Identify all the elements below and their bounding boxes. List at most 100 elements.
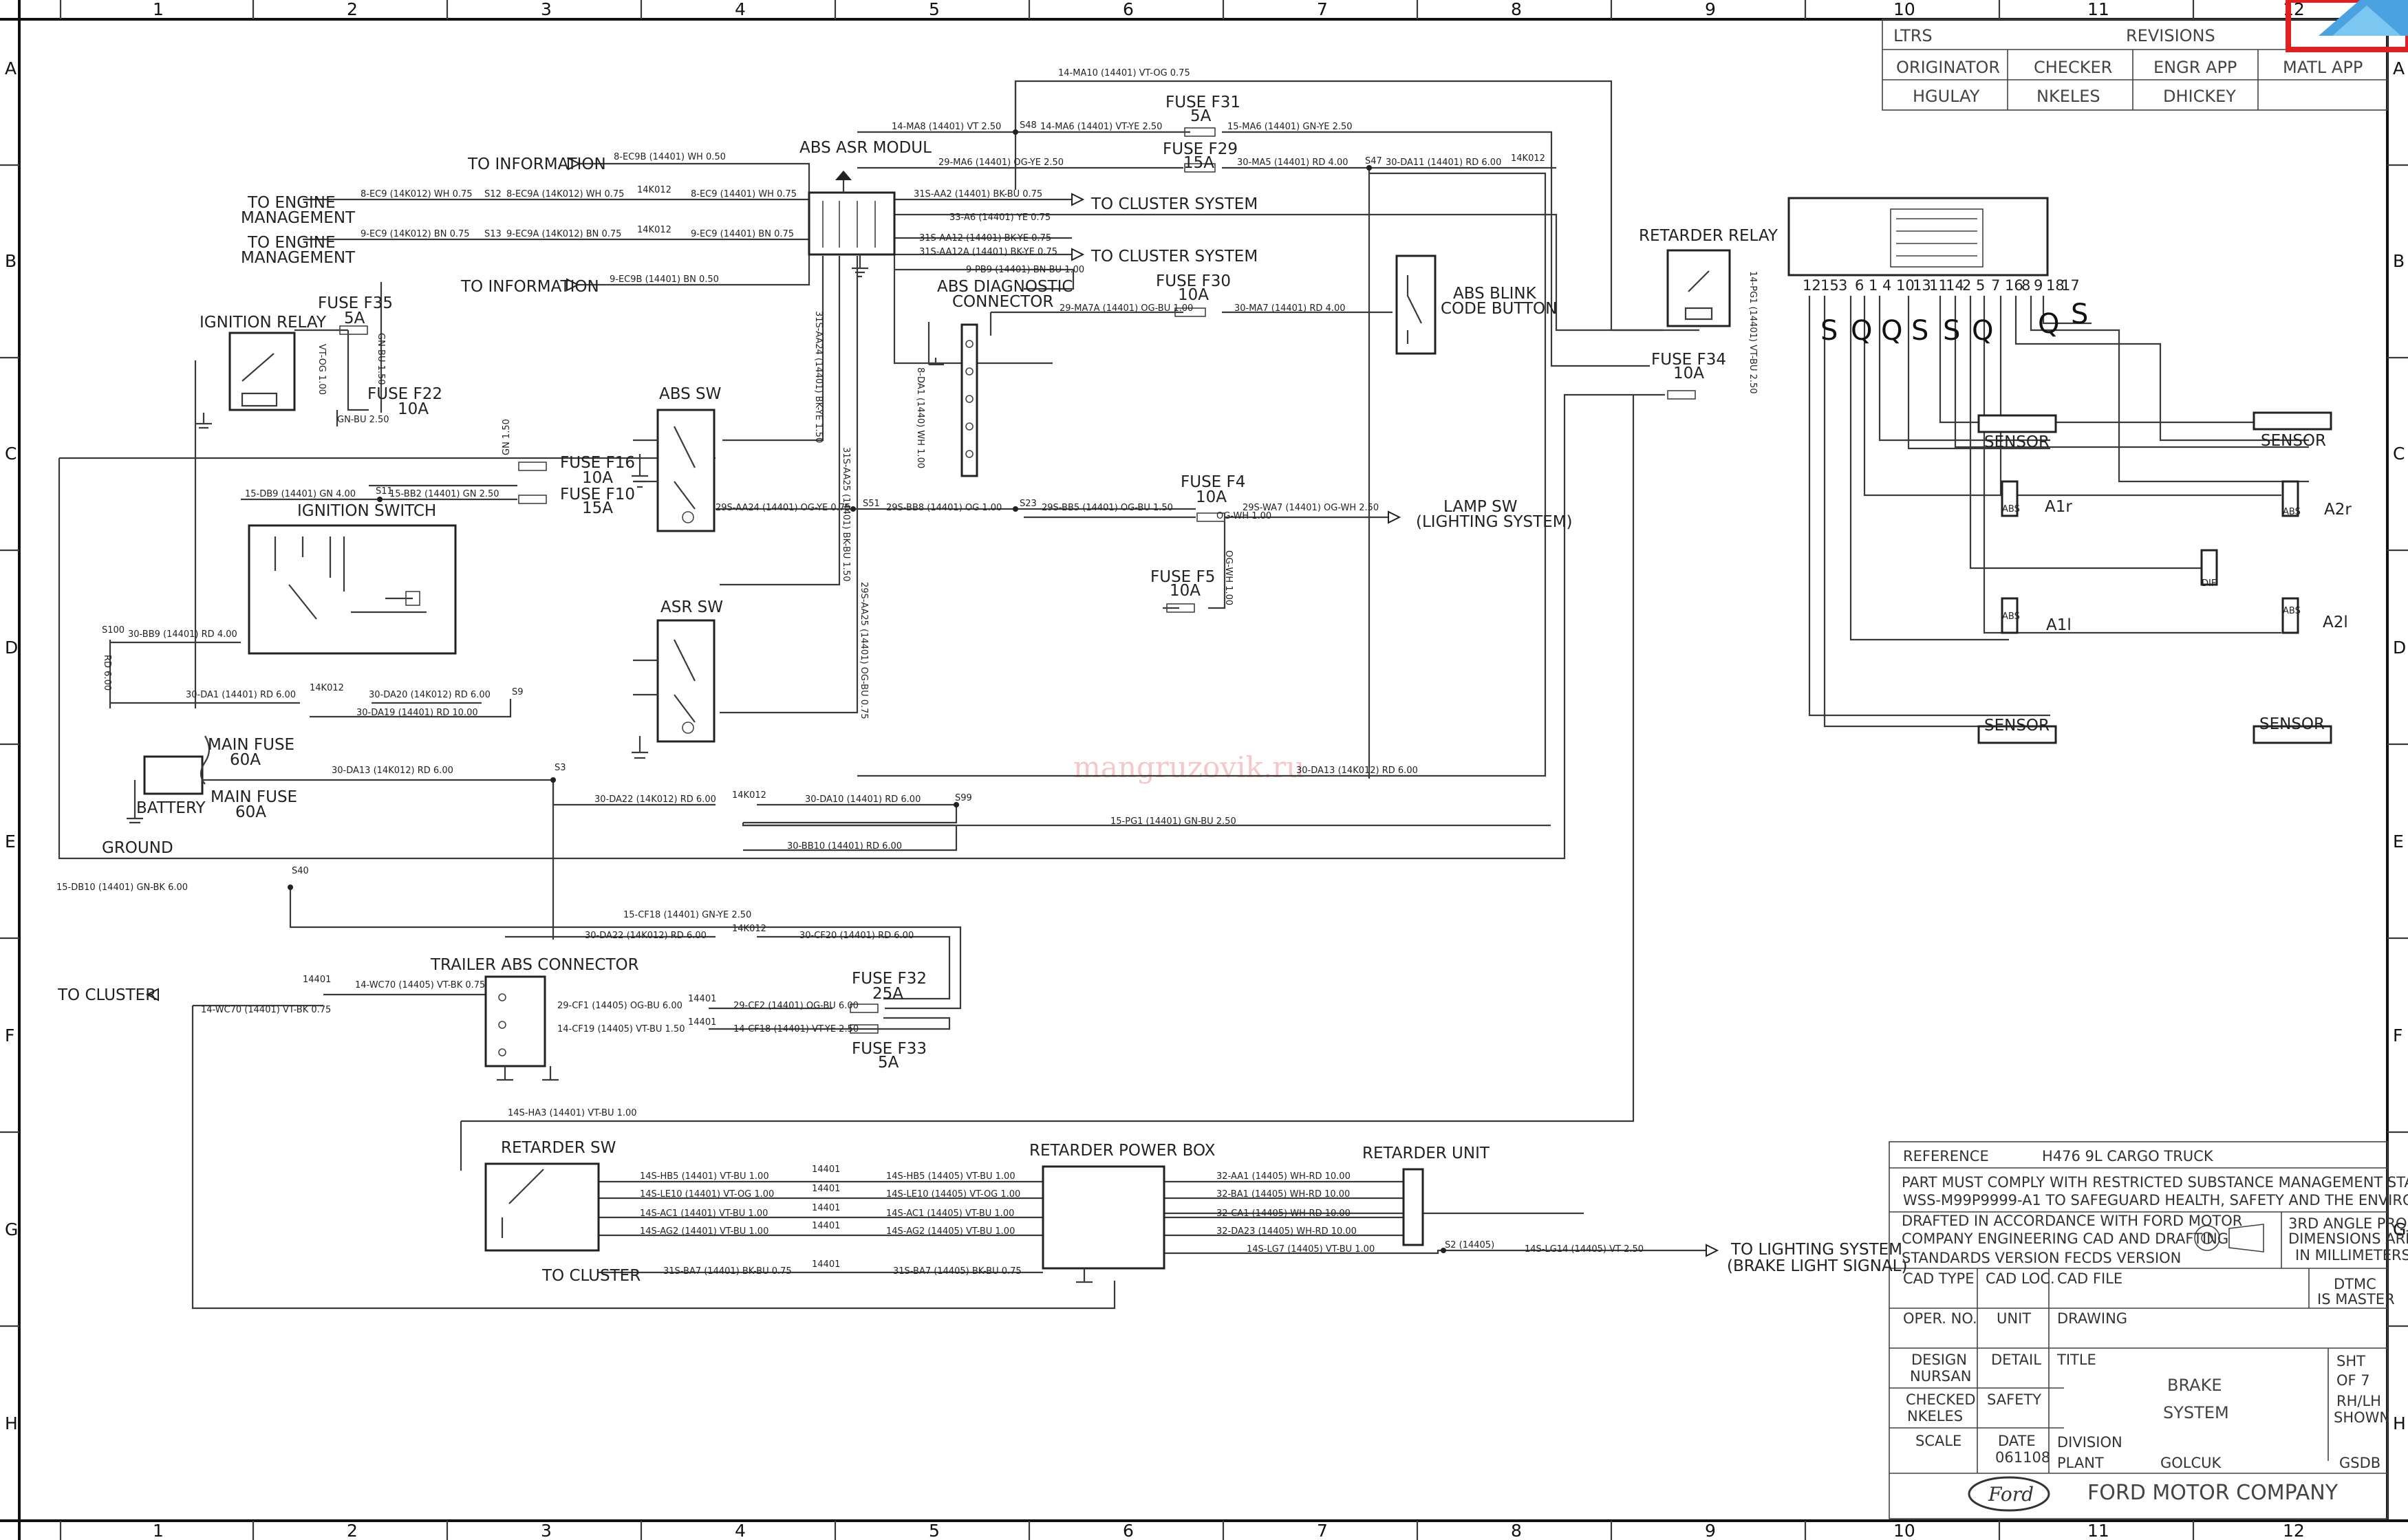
note-line-1: PART MUST COMPLY WITH RESTRICTED SUBSTAN… <box>1902 1174 2408 1191</box>
wire-ma7: 30-MA7 (14401) RD 4.00 <box>1234 303 1346 314</box>
oper-no-label: OPER. NO. <box>1903 1310 1977 1327</box>
watermark: mangruzovik.ru <box>1073 750 1304 784</box>
to-lighting-label-1: TO LIGHTING SYSTEM <box>1730 1241 1902 1259</box>
col-5-bottom: 5 <box>929 1521 940 1540</box>
col-8: 8 <box>1511 0 1522 19</box>
is-master-label: IS MASTER <box>2317 1291 2395 1308</box>
a1r-label: A1r <box>2045 498 2072 516</box>
checked-label: CHECKED <box>1906 1391 1976 1408</box>
grid-column-labels: 1 2 3 4 5 6 7 8 9 10 11 12 1 2 3 4 5 6 7… <box>153 0 2305 1540</box>
fuse-f16-rating: 10A <box>582 469 613 487</box>
ground-label: GROUND <box>102 839 173 857</box>
to-cluster-2: TO CLUSTER <box>541 1267 641 1285</box>
retarder-power-box <box>1042 1165 1165 1283</box>
col-3: 3 <box>541 0 552 19</box>
row-c: C <box>5 444 17 464</box>
wire-ma8: 14-MA8 (14401) VT 2.50 <box>892 122 1001 132</box>
fuse-f35-label: FUSE F35 <box>318 294 393 312</box>
wire-rd6v: RD 6.00 <box>102 655 112 691</box>
code-q-4: Q <box>2038 308 2059 340</box>
ignition-relay-label: IGNITION RELAY <box>200 314 327 332</box>
col-7: 7 <box>1317 0 1328 19</box>
dif-tag: DIF <box>2202 578 2216 589</box>
wire-ec9a-2: 9-EC9A (14K012) BN 0.75 <box>506 229 621 239</box>
cad-file-label: CAD FILE <box>2057 1270 2122 1287</box>
pin-11: 11 <box>1929 277 1948 294</box>
to-cluster-system-1: TO CLUSTER SYSTEM <box>1090 195 1258 213</box>
splice-s3: S3 <box>555 763 566 773</box>
design-name: NURSAN <box>1910 1368 1971 1385</box>
splice-s9: S9 <box>512 687 524 697</box>
rh-lh-label: RH/LH <box>2336 1393 2381 1409</box>
splice-s99: S99 <box>955 793 972 803</box>
wire-ec9-1: 8-EC9 (14K012) WH 0.75 <box>361 189 473 199</box>
abs-tag-4: ABS <box>2283 606 2301 616</box>
to-cluster-1: TO CLUSTER <box>57 986 156 1004</box>
abs-blink-code-button <box>1395 254 1437 355</box>
row-a-right: A <box>2393 58 2405 78</box>
abs-diagnostic-label-2: CONNECTOR <box>952 293 1053 311</box>
row-d-right: D <box>2393 638 2406 658</box>
scale-label: SCALE <box>1915 1433 1961 1449</box>
wire-da13: 30-DA13 (14K012) RD 6.00 <box>332 766 453 776</box>
fuse-f30-rating: 10A <box>1178 286 1209 304</box>
wire-ec9b2: 9-EC9B (14401) BN 0.50 <box>610 274 719 285</box>
col-9-bottom: 9 <box>1705 1521 1716 1540</box>
component-labels: ABS ASR MODUL ABS DIAGNOSTIC CONNECTOR A… <box>102 139 1907 1275</box>
fuse-f4-label: FUSE F4 <box>1181 473 1245 491</box>
col-10: 10 <box>1893 0 1915 19</box>
conn-14401-a: 14401 <box>303 975 331 985</box>
wire-ogwh: OG-WH 1.00 <box>1216 511 1271 521</box>
pin-14: 14 <box>1946 277 1964 294</box>
originator-name: HGULAY <box>1913 87 1980 106</box>
wire-hb5b: 14S-HB5 (14405) VT-BU 1.00 <box>886 1171 1015 1182</box>
conn-14k012-f: 14K012 <box>732 924 766 934</box>
abs-sensor-panel <box>1787 197 2332 744</box>
wire-bb2: 15-BB2 (14401) GN 2.50 <box>389 489 499 499</box>
wire-da23: 32-DA23 (14405) WH-RD 10.00 <box>1216 1226 1357 1237</box>
wire-le10a: 14S-LE10 (14401) VT-OG 1.00 <box>640 1189 774 1200</box>
to-information-2: TO INFORMATION <box>460 278 599 296</box>
engr-name: DHICKEY <box>2163 87 2236 106</box>
main-fuse-label-2: MAIN FUSE <box>211 788 297 806</box>
abs-blink-label-2: CODE BUTTON <box>1441 300 1557 318</box>
wire-bb9: 30-BB9 (14401) RD 4.00 <box>128 629 237 640</box>
wire-ma10: 14-MA10 (14401) VT-OG 0.75 <box>1058 68 1190 78</box>
corner-arrow-icon[interactable] <box>2286 0 2408 52</box>
sensor-label-1: SENSOR <box>1984 433 2050 451</box>
wire-cf19: 14-CF19 (14405) VT-BU 1.50 <box>557 1024 685 1034</box>
conn-14k012-e: 14K012 <box>732 790 766 801</box>
wire-a6: 33-A6 (14401) YE 0.75 <box>949 213 1051 223</box>
wiring <box>58 80 1706 1310</box>
col-4: 4 <box>735 0 746 19</box>
wire-ma5: 30-MA5 (14401) RD 4.00 <box>1237 158 1348 168</box>
conn-14401-d: 14401 <box>812 1164 840 1175</box>
conn-14401-e: 14401 <box>812 1184 840 1194</box>
row-h-right: H <box>2393 1413 2406 1433</box>
pin-8: 8 <box>2021 277 2030 294</box>
fuse-symbols <box>339 127 1696 1034</box>
pin-1: 1 <box>1869 277 1878 294</box>
wire-bb5: 29S-BB5 (14401) OG-BU 1.50 <box>1042 503 1173 513</box>
wire-ha3: 14S-HA3 (14401) VT-BU 1.00 <box>508 1108 637 1118</box>
pin-6: 6 <box>1855 277 1864 294</box>
originator-label: ORIGINATOR <box>1896 58 2000 77</box>
wire-cf2: 29-CF2 (14401) OG-BU 6.00 <box>733 1001 859 1011</box>
division-label: DIVISION <box>2057 1434 2122 1451</box>
checker-name: NKELES <box>2036 87 2100 106</box>
col-12-bottom: 12 <box>2283 1521 2305 1540</box>
wire-bb10: 30-BB10 (14401) RD 6.00 <box>787 841 902 852</box>
col-3-bottom: 3 <box>541 1521 552 1540</box>
wire-pb9: 9-PB9 (14401) BN-BU 1.00 <box>966 265 1084 275</box>
col-2: 2 <box>347 0 358 19</box>
fuse-f31-label: FUSE F31 <box>1165 94 1240 111</box>
row-e-right: E <box>2393 832 2404 852</box>
ltrs-label: LTRS <box>1893 26 1933 45</box>
title-block-frame <box>1889 1141 2388 1519</box>
grid-row-labels: A B C D E F G H A B C D E F G H <box>5 58 2406 1433</box>
wire-ba1: 32-BA1 (14405) WH-RD 10.00 <box>1216 1189 1350 1200</box>
splice-s11: S11 <box>376 486 393 497</box>
pin-10: 10 <box>1896 277 1915 294</box>
proj-line-2: DIMENSIONS ARE <box>2288 1230 2408 1247</box>
pin-17: 17 <box>2061 277 2080 294</box>
